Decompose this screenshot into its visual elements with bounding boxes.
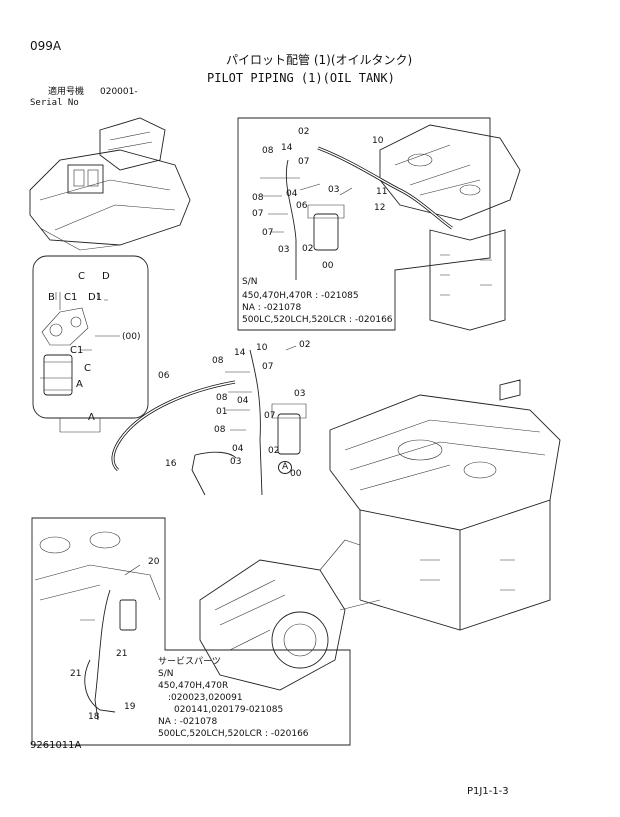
callout: 19 xyxy=(124,702,136,712)
callout: 02 xyxy=(268,446,280,456)
inset-sn-line: S/N xyxy=(242,277,258,287)
callout: 00 xyxy=(322,261,334,271)
callout: D1 xyxy=(88,292,103,303)
callout: 01 xyxy=(216,407,228,417)
callout: 11 xyxy=(376,187,388,197)
callout: 06 xyxy=(158,371,170,381)
callout: C1 xyxy=(64,292,78,303)
callout: 08 xyxy=(216,393,228,403)
callout: A xyxy=(88,412,95,423)
callout: 02 xyxy=(298,127,310,137)
callout: A xyxy=(76,379,83,390)
callout: 02 xyxy=(302,244,314,254)
callout: 08 xyxy=(212,356,224,366)
callout: 07 xyxy=(252,209,264,219)
service-line: NA : -021078 xyxy=(158,717,218,727)
inset-sn-line: 500LC,520LCH,520LCR : -020166 xyxy=(242,315,393,325)
callout: 10 xyxy=(372,136,384,146)
serial-label-en: Serial No xyxy=(30,98,79,108)
callout: 04 xyxy=(232,444,244,454)
callout: 14 xyxy=(234,348,246,358)
title-english: PILOT PIPING (1)(OIL TANK) xyxy=(207,71,395,85)
callout: 12 xyxy=(374,203,386,213)
callout: (00) xyxy=(122,332,141,342)
callout: 03 xyxy=(230,457,242,467)
callout: C xyxy=(84,363,91,374)
service-line: 450,470H,470R xyxy=(158,681,229,691)
callout: 16 xyxy=(165,459,177,469)
callout: 02 xyxy=(299,340,311,350)
callout-circled: A xyxy=(278,461,293,474)
drawing-number: 9261011A xyxy=(30,740,82,751)
callout: 14 xyxy=(281,143,293,153)
callout: C1 xyxy=(70,345,84,356)
callout: 08 xyxy=(252,193,264,203)
service-line: 020141,020179-021085 xyxy=(174,705,284,715)
callout: 07 xyxy=(262,228,274,238)
engine-pump-assembly xyxy=(199,539,381,691)
service-line: S/N xyxy=(158,669,174,679)
page-number: P1J1-1-3 xyxy=(467,786,509,797)
callout: 06 xyxy=(296,201,308,211)
oil-tank-body xyxy=(329,379,561,631)
callout: 21 xyxy=(116,649,128,659)
callout: 21 xyxy=(70,669,82,679)
callout: 08 xyxy=(214,425,226,435)
callout: 20 xyxy=(148,557,160,567)
pilot-hoses xyxy=(111,345,307,496)
callout: 03 xyxy=(278,245,290,255)
title-japanese: パイロット配管 (1)(オイルタンク) xyxy=(226,53,413,67)
callout: 00 xyxy=(290,469,302,479)
callout: 07 xyxy=(264,411,276,421)
callout: 18 xyxy=(88,712,100,722)
callout: B xyxy=(48,292,55,303)
machine-overview xyxy=(29,117,191,251)
sheet-code: 099A xyxy=(30,39,62,53)
callout: 04 xyxy=(237,396,249,406)
filter-detail-inset xyxy=(32,255,149,433)
callout: 10 xyxy=(256,343,268,353)
service-line: 500LC,520LCH,520LCR : -020166 xyxy=(158,729,309,739)
serial-label-jp: 適用号機 xyxy=(48,87,85,97)
inset-sn-line: 450,470H,470R : -021085 xyxy=(242,291,359,301)
callout: C xyxy=(78,271,85,282)
service-parts-inset xyxy=(31,517,351,746)
service-line: サービスパーツ xyxy=(158,657,221,667)
callout: 03 xyxy=(328,185,340,195)
callout: 03 xyxy=(294,389,306,399)
callout: 07 xyxy=(262,362,274,372)
callout: 07 xyxy=(298,157,310,167)
inset-sn-line: NA : -021078 xyxy=(242,303,302,313)
service-line: :020023,020091 xyxy=(168,693,243,703)
tank-detail-inset xyxy=(237,117,521,331)
callout: 08 xyxy=(262,146,274,156)
callout: D xyxy=(102,271,110,282)
callout: 04 xyxy=(286,189,298,199)
serial-value: 020001- xyxy=(100,87,138,97)
